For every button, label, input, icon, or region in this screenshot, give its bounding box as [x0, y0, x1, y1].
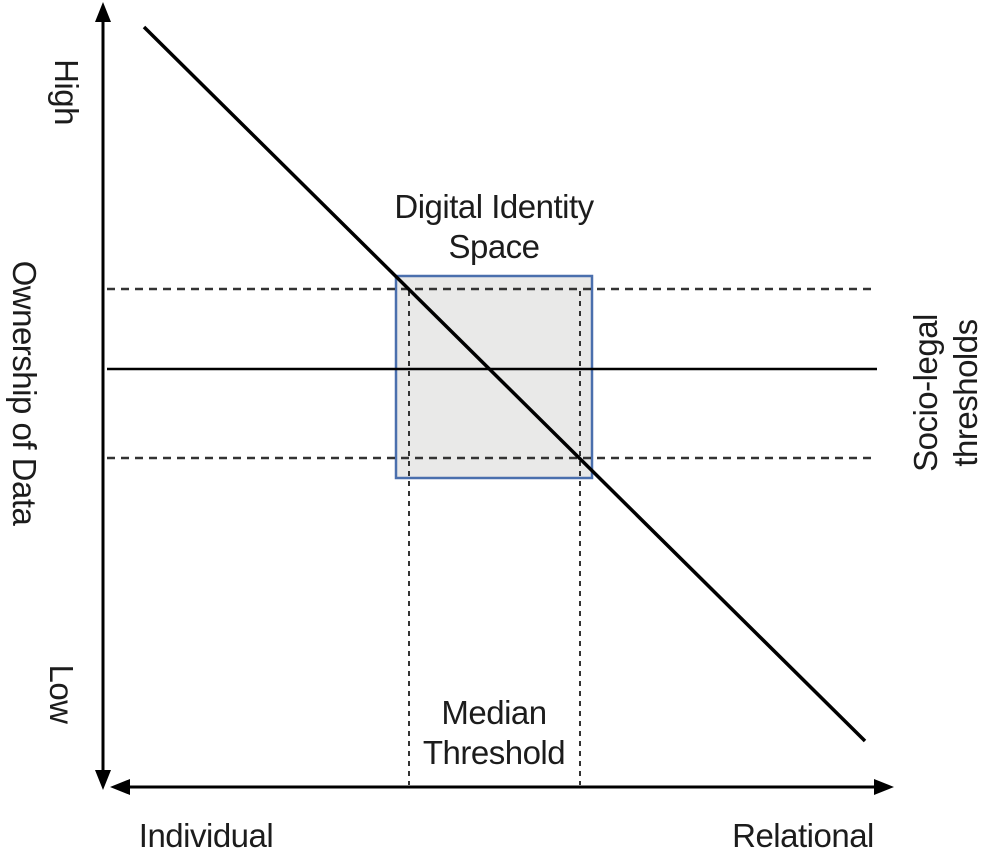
digital-identity-space-label-line1: Digital Identity [394, 188, 594, 225]
x-axis-relational-label: Relational [732, 817, 874, 854]
y-axis-high-label: High [48, 59, 85, 125]
digital-identity-space-label: Digital Identity Space [394, 187, 594, 267]
digital-identity-space-label-line2: Space [448, 228, 540, 265]
y-axis-down-arrow-icon [95, 770, 111, 790]
x-axis-right-arrow-icon [874, 779, 894, 795]
x-axis-individual-label: Individual [138, 817, 274, 854]
y-axis-low-label: Low [43, 664, 80, 724]
y-axis-title: Ownership of Data [6, 260, 43, 526]
diagonal-tradeoff-line [142, 25, 867, 743]
socio-legal-thresholds-label: Socio-legal thresholds [906, 314, 985, 472]
socio-legal-thresholds-label-line1: Socio-legal [907, 314, 944, 472]
x-axis-left-arrow-icon [110, 779, 130, 795]
median-threshold-label-line1: Median [441, 694, 547, 731]
y-axis-up-arrow-icon [95, 2, 111, 22]
median-threshold-label: Median Threshold [422, 693, 566, 773]
socio-legal-thresholds-label-line2: thresholds [947, 319, 984, 467]
median-threshold-label-line2: Threshold [422, 734, 566, 771]
